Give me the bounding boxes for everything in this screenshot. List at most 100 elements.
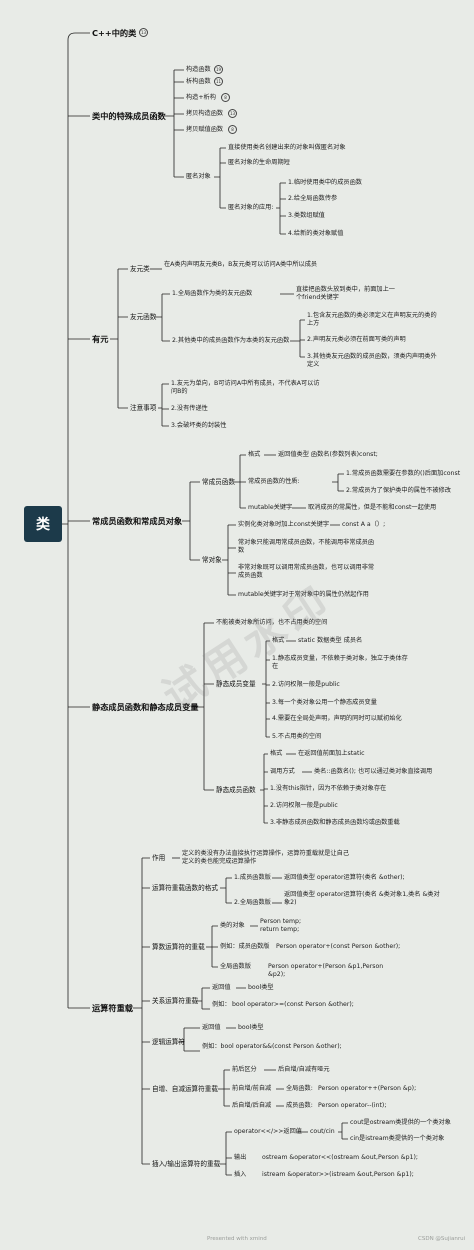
cout-desc[interactable]: cout是ostream类提供的一个类对象 (350, 1119, 451, 1126)
prefix-global-label[interactable]: 全局函数: (286, 1085, 313, 1092)
note-not-transitive[interactable]: 2.没有传递性 (171, 405, 208, 412)
logical-return-label[interactable]: 返回值 (202, 1024, 221, 1031)
static-fn-rule-3[interactable]: 3.非静态成员函数和静态成员函数均或函数重载 (270, 819, 400, 826)
node-copy-ctor[interactable]: 拷贝构造函数 (186, 110, 224, 117)
node-anonymous-object[interactable]: 匿名对象 (186, 173, 211, 180)
const-object-rule-1[interactable]: 常对象只能调用常成员函数，不能调用非常成员函数 (238, 539, 375, 554)
const-object-declare[interactable]: 实例化类对象时加上const关键字 (238, 521, 330, 528)
branch-static-members[interactable]: 静态成员函数和静态成员变量 (92, 702, 199, 712)
branch-operator-overloading[interactable]: 运算符重载 (92, 1003, 133, 1013)
output-label[interactable]: 输出 (234, 1154, 247, 1161)
root-node[interactable]: 类 (24, 506, 62, 542)
const-properties-label[interactable]: 常成员函数的性质: (248, 478, 300, 485)
member-version-label[interactable]: 1.成员函数版 (234, 874, 271, 881)
friend-rule-1[interactable]: 1.包含友元函数的类必须定义在声明友元的类的上方 (307, 312, 437, 327)
static-var-rule-3[interactable]: 3.每一个类对象公用一个静态成员变量 (272, 699, 377, 706)
node-purpose[interactable]: 作用 (152, 854, 166, 862)
branch-const-members[interactable]: 常成员函数和常成员对象 (92, 516, 183, 526)
node-constructor[interactable]: 构造函数 (186, 66, 211, 73)
static-fn-rule-2[interactable]: 2.访问权限一般是public (270, 802, 338, 809)
relational-return-type[interactable]: bool类型 (248, 984, 274, 991)
const-object-rule-2[interactable]: 非常对象既可以调用常成员函数，也可以调用非常成员函数 (238, 564, 375, 579)
const-format-label[interactable]: 格式 (248, 451, 261, 458)
static-fn-format-syntax[interactable]: 在返回值前面加上static (298, 750, 365, 757)
friend-global-function[interactable]: 1.全局函数作为类的友元函数 (172, 290, 253, 297)
prefix-postfix-label[interactable]: 前后区分 (232, 1066, 257, 1073)
anon-usage-3[interactable]: 3.类数组赋值 (288, 212, 325, 219)
cin-desc[interactable]: cin是istream类提供的一个类对象 (350, 1135, 445, 1142)
branch-cpp-class[interactable]: C++中的类 (92, 28, 137, 38)
anon-usage-2[interactable]: 2.给全局函数传参 (288, 195, 338, 202)
node-copy-assign[interactable]: 拷贝赋值函数 (186, 126, 224, 133)
example-member-label[interactable]: 例如：成员函数版 (220, 943, 270, 950)
class-object-label[interactable]: 类的对象 (220, 922, 245, 929)
example-member-syntax[interactable]: Person operator+(const Person &other); (276, 943, 401, 950)
const-object-rule-3[interactable]: mutable关键字对于常对象中的属性仍然起作用 (238, 591, 369, 598)
const-format-syntax[interactable]: 返回值类型 函数名(参数列表)const; (278, 451, 378, 458)
static-var-format-label[interactable]: 格式 (272, 637, 285, 644)
node-const-member-function[interactable]: 常成员函数 (202, 478, 235, 486)
anon-lifetime[interactable]: 匿名对象的生命周期短 (228, 159, 290, 166)
static-var-rule-5[interactable]: 5.不占用类的空间 (272, 733, 322, 740)
logical-return-type[interactable]: bool类型 (238, 1024, 264, 1031)
mutable-keyword[interactable]: mutable关键字 (248, 504, 293, 511)
node-const-object[interactable]: 常对象 (202, 556, 222, 564)
node-relational-overload[interactable]: 关系运算符重载 (152, 997, 199, 1005)
branch-special-members[interactable]: 类中的特殊成员函数 (92, 111, 166, 121)
logical-example[interactable]: 例如：bool operator&&(const Person &other); (202, 1043, 342, 1050)
stream-return-type[interactable]: cout/cin (310, 1128, 335, 1135)
friend-rule-3[interactable]: 3.其他类友元函数的成员函数，须类内声明类外定义 (307, 353, 437, 368)
return-temp[interactable]: return temp; (260, 926, 300, 933)
static-note[interactable]: 不能被类对象所访问，也不占用类的空间 (216, 619, 328, 626)
static-fn-call-label[interactable]: 调用方式 (270, 768, 295, 775)
node-overload-format[interactable]: 运算符重载函数的格式 (152, 884, 218, 892)
note-breaks-encapsulation[interactable]: 3.会破坏类的封装性 (171, 422, 227, 429)
const-property-2[interactable]: 2.常成员为了保护类中的属性不被修改 (346, 487, 451, 494)
node-friend-function[interactable]: 友元函数 (130, 313, 157, 321)
stream-return-label[interactable]: operator<</>>返回值 (234, 1128, 302, 1135)
postfix-member-syntax[interactable]: Person operator--(int); (318, 1102, 387, 1109)
node-friend-notes[interactable]: 注意事项 (130, 404, 157, 412)
purpose-desc[interactable]: 定义的类没有办法直接执行运算操作，运算符重载就是让自己定义的类也能完成运算操作 (182, 850, 350, 865)
relational-example-label[interactable]: 例如： (212, 1001, 231, 1008)
friend-class-desc[interactable]: 在A类内声明友元类B，B友元类可以访问A类中所以成员 (164, 261, 318, 268)
prefix-label[interactable]: 前自增/前自减 (232, 1085, 272, 1092)
static-var-format-syntax[interactable]: static 数据类型 成员名 (298, 637, 363, 644)
node-arithmetic-overload[interactable]: 算数运算符的重载 (152, 943, 205, 951)
node-static-function[interactable]: 静态成员函数 (216, 786, 256, 794)
const-property-1[interactable]: 1.常成员函数需要在参数的()后面加const (346, 470, 461, 477)
relational-example-syntax[interactable]: bool operator>=(const Person &other); (232, 1001, 354, 1008)
prefix-postfix-desc[interactable]: 后自增/自减有哑元 (278, 1066, 330, 1073)
node-stream-overload[interactable]: 插入/输出运算符的重载 (152, 1160, 221, 1168)
postfix-member-label[interactable]: 成员函数: (286, 1102, 313, 1109)
anon-usage-4[interactable]: 4.给新的类对象赋值 (288, 230, 344, 237)
mutable-desc[interactable]: 取消成员的常属性，但是不能和const一起使用 (308, 504, 437, 511)
person-temp[interactable]: Person temp; (260, 918, 302, 925)
note-one-way[interactable]: 1.友元为单向，B可访问A中所有成员，不代表A可以访问B的 (171, 380, 320, 395)
branch-friend[interactable]: 有元 (92, 334, 109, 344)
example-global-syntax[interactable]: Person operator+(Person &p1,Person &p2); (268, 963, 384, 978)
member-version-syntax[interactable]: 返回值类型 operator运算符(类名 &other); (284, 874, 405, 881)
friend-rule-2[interactable]: 2.声明友元类必须在前面写类的声明 (307, 336, 406, 343)
node-logical-overload[interactable]: 逻辑运算符 (152, 1038, 185, 1046)
global-version-label[interactable]: 2.全局函数版 (234, 899, 271, 906)
anon-definition[interactable]: 直接使用类名创建出来的对象叫做匿名对象 (228, 144, 346, 151)
static-var-rule-4[interactable]: 4.需要在全局处声明，声明的同时可以赋初始化 (272, 715, 402, 722)
relational-return-label[interactable]: 返回值 (212, 984, 231, 991)
static-fn-rule-1[interactable]: 1.没有this指针，因为不依赖于类对象存在 (270, 785, 387, 792)
static-var-rule-2[interactable]: 2.访问权限一般是public (272, 681, 340, 688)
friend-member-function[interactable]: 2.其他类中的成员函数作为本类的友元函数 (172, 337, 290, 344)
static-fn-format-label[interactable]: 格式 (270, 750, 283, 757)
const-object-syntax[interactable]: const A a（）; (342, 521, 386, 528)
example-global-label[interactable]: 全局函数版 (220, 963, 251, 970)
friend-global-desc[interactable]: 直接把函数头放到类中，前面加上一个friend关键字 (296, 286, 395, 301)
node-friend-class[interactable]: 友元类 (130, 265, 150, 273)
input-label[interactable]: 插入 (234, 1171, 247, 1178)
node-increment-overload[interactable]: 自增、自减运算符重载 (152, 1085, 218, 1093)
output-syntax[interactable]: ostream &operator<<(ostream &out,Person … (262, 1154, 418, 1161)
static-var-rule-1[interactable]: 1.静态成员变量，不依赖于类对象，独立于类体存在 (272, 655, 408, 670)
global-version-syntax[interactable]: 返回值类型 operator运算符(类名 &类对象1,类名 &类对象2) (284, 891, 440, 906)
node-destructor[interactable]: 析构函数 (186, 78, 211, 85)
static-fn-call-syntax[interactable]: 类名::函数名(); 也可以通过类对象直接调用 (314, 768, 433, 775)
anon-usage[interactable]: 匿名对象的应用: (228, 204, 274, 211)
